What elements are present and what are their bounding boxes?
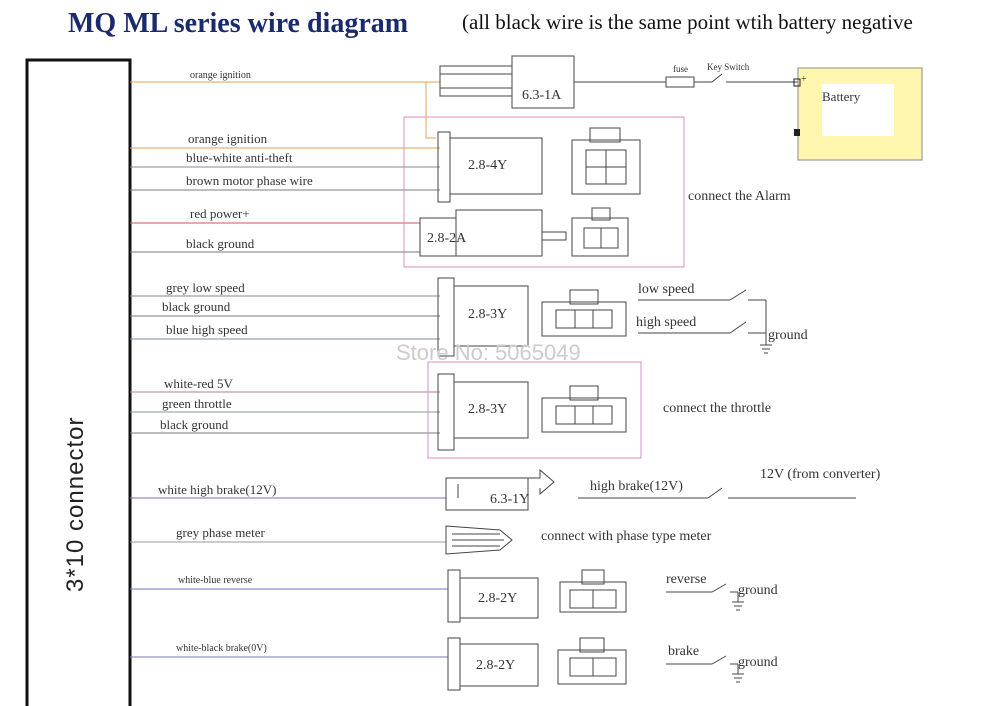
label-white-brake: white high brake(12V) xyxy=(158,482,277,497)
orange-link xyxy=(425,82,436,139)
label-high-speed: high speed xyxy=(636,315,697,330)
reverse-switch xyxy=(666,583,744,611)
label-white-red: white-red 5V xyxy=(164,376,233,391)
connector-2-8-2a xyxy=(419,207,629,257)
box-6-3-1y: 6.3-1Y xyxy=(490,492,530,507)
label-brown-motor: brown motor phase wire xyxy=(186,173,313,188)
connector-2-8-4y xyxy=(437,127,641,203)
label-blue-high: blue high speed xyxy=(166,322,248,337)
label-low-speed: low speed xyxy=(638,282,695,297)
throttle-frame xyxy=(427,361,642,459)
label-phase-meter: connect with phase type meter xyxy=(541,529,712,544)
label-black-ground-2: black ground xyxy=(162,299,231,314)
label-battery: Battery xyxy=(822,89,861,104)
box-2-8-4y: 2.8-4Y xyxy=(468,158,508,173)
label-white-black: white-black brake(0V) xyxy=(176,643,267,654)
store-watermark: Store No: 5065049 xyxy=(396,340,581,365)
box-2-8-2a: 2.8-2A xyxy=(427,231,467,246)
label-reverse: reverse xyxy=(666,572,707,587)
connector-2-8-3y-throttle xyxy=(437,373,627,451)
battery-negative-terminal xyxy=(794,129,800,136)
label-green-throttle: green throttle xyxy=(162,396,232,411)
label-high-brake: high brake(12V) xyxy=(590,479,683,494)
battery-positive-terminal xyxy=(793,78,801,87)
label-orange-ignition: orange ignition xyxy=(188,131,268,146)
connector-2-8-3y-speed xyxy=(437,277,627,357)
label-grey-low: grey low speed xyxy=(166,280,245,295)
connector-6-3-1y xyxy=(445,468,555,511)
label-white-blue: white-blue reverse xyxy=(178,575,253,586)
label-key-switch: Key Switch xyxy=(707,62,750,72)
label-ground-3: ground xyxy=(738,655,778,670)
alarm-frame xyxy=(403,116,685,268)
label-ground-1: ground xyxy=(768,328,808,343)
label-connect-throttle: connect the throttle xyxy=(663,401,772,416)
box-2-8-2y-reverse: 2.8-2Y xyxy=(478,591,518,606)
header-note: (all black wire is the same point wtih b… xyxy=(462,10,913,34)
connector-label: 3*10 connector xyxy=(62,416,89,592)
label-orange-ignition-top: orange ignition xyxy=(190,70,251,81)
high-brake-switch xyxy=(578,487,856,499)
label-12v-converter: 12V (from converter) xyxy=(760,467,881,482)
label-ground-2: ground xyxy=(738,583,778,598)
label-battery-plus: + xyxy=(801,74,807,85)
fuse-and-switch xyxy=(574,73,798,88)
connector-2-8-2y-reverse xyxy=(447,569,627,623)
label-black-ground-3: black ground xyxy=(160,417,229,432)
label-fuse: fuse xyxy=(673,64,688,74)
label-black-ground-1: black ground xyxy=(186,236,255,251)
box-2-8-2y-brake: 2.8-2Y xyxy=(476,658,516,673)
label-red-power: red power+ xyxy=(190,206,250,221)
connector-2-8-2y-brake xyxy=(447,637,627,691)
label-connect-alarm: connect the Alarm xyxy=(688,189,791,204)
label-grey-phase: grey phase meter xyxy=(176,525,265,540)
phase-meter-plug xyxy=(445,525,513,555)
label-blue-white: blue-white anti-theft xyxy=(186,150,293,165)
main-connector-body xyxy=(25,58,132,706)
speed-switches xyxy=(638,289,772,354)
brake-switch xyxy=(666,655,744,683)
label-brake: brake xyxy=(668,644,700,659)
connector-6-3-1a xyxy=(439,55,575,109)
box-2-8-3y-speed: 2.8-3Y xyxy=(468,307,508,322)
page-title: MQ ML series wire diagram xyxy=(68,8,409,39)
battery-label-area xyxy=(822,84,894,136)
box-2-8-3y-throttle: 2.8-3Y xyxy=(468,402,508,417)
box-6-3-1a: 6.3-1A xyxy=(522,88,562,103)
